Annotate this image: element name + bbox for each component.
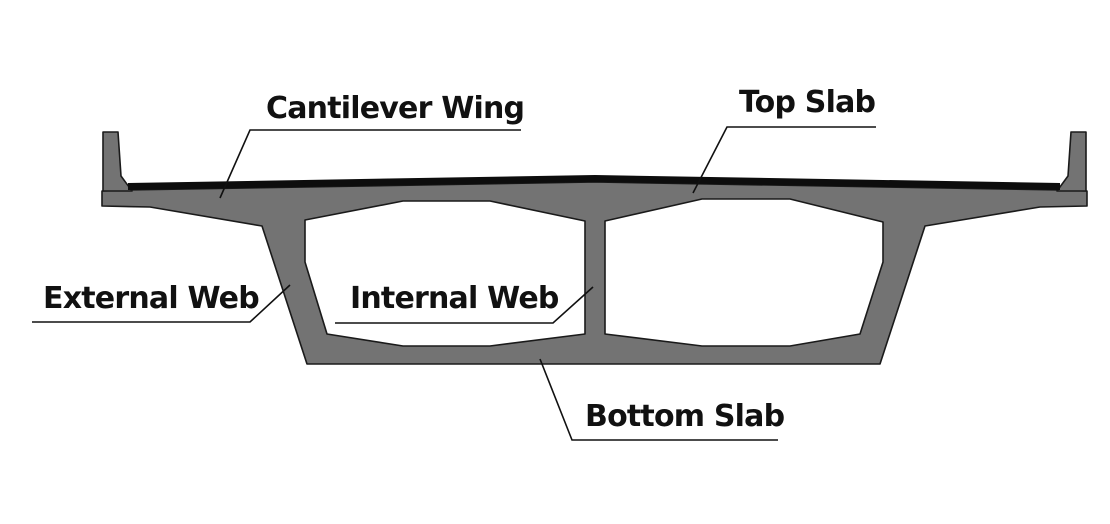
cantilever-wing-label: Cantilever Wing	[266, 91, 524, 126]
external-web-leader-line	[32, 284, 291, 323]
internal-web-label: Internal Web	[350, 281, 559, 316]
top-slab-label: Top Slab	[739, 85, 876, 120]
deck-wearing-surface	[128, 175, 1060, 190]
internal-web-leader-line	[335, 286, 594, 324]
bottom-slab-leader-line	[539, 358, 778, 441]
left-parapet	[102, 131, 133, 192]
right-parapet	[1056, 131, 1087, 192]
external-web-label: External Web	[43, 281, 259, 316]
bottom-slab-label: Bottom Slab	[585, 399, 785, 434]
cantilever-wing-leader-line	[219, 129, 521, 199]
girder-concrete-section	[101, 181, 1088, 365]
top-slab-leader-line	[692, 126, 876, 194]
